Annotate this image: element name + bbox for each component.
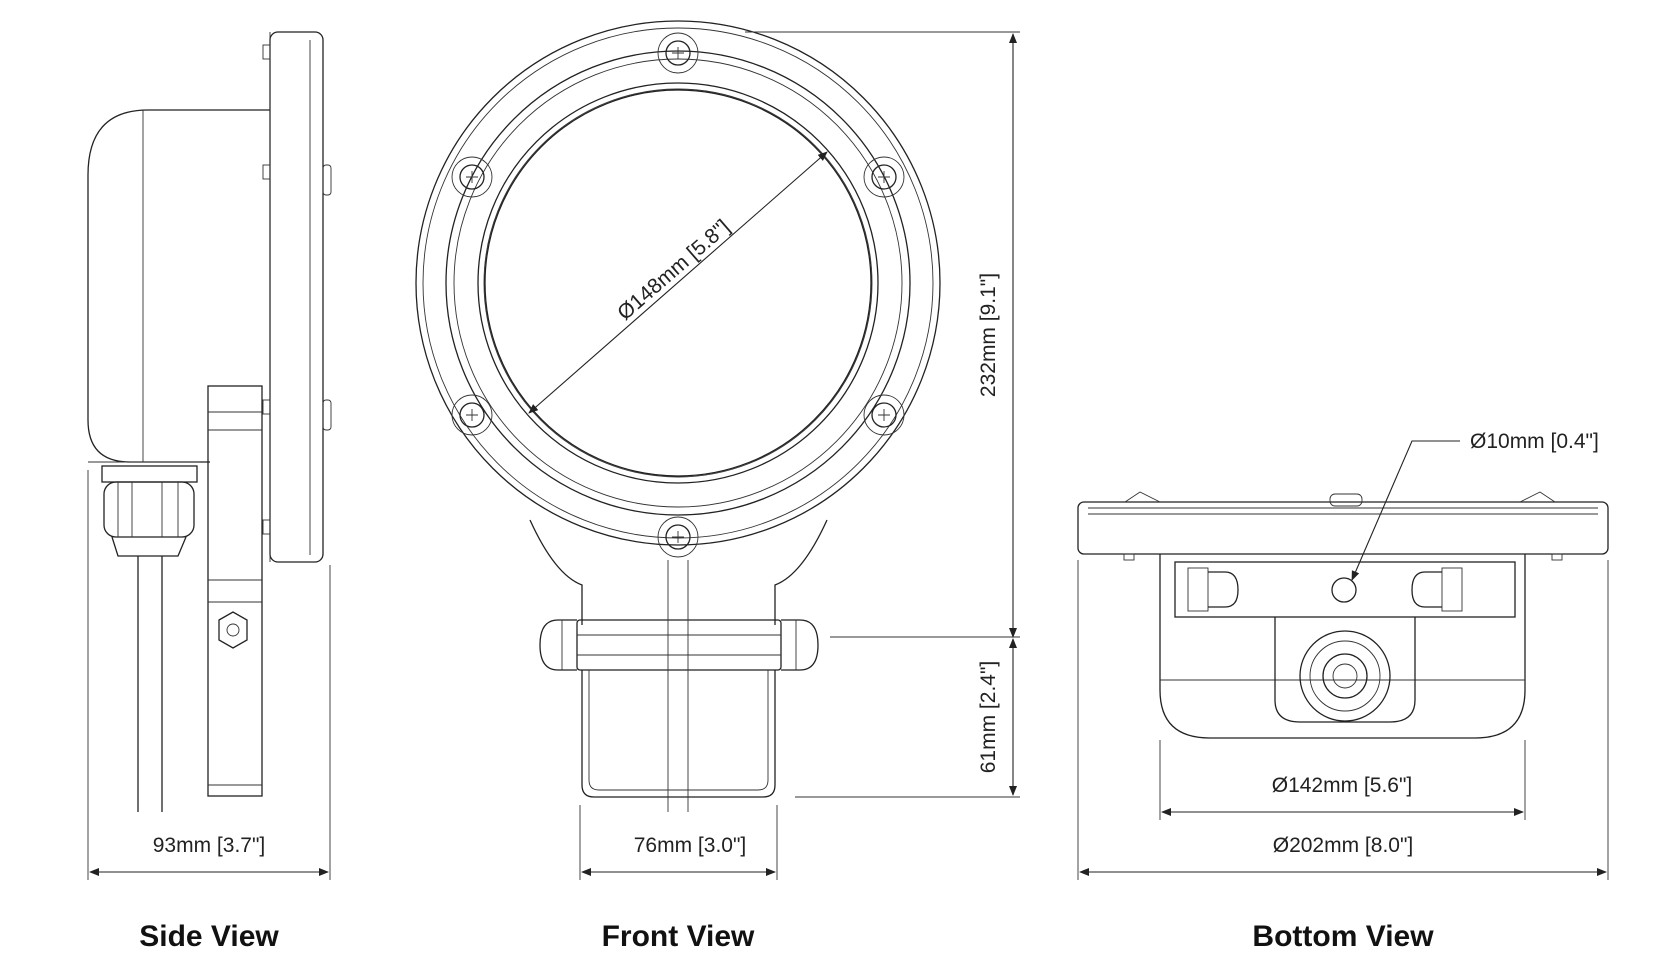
- side-view-title: Side View: [139, 920, 279, 953]
- front-view-title: Front View: [602, 920, 755, 953]
- front-height-label: 232mm [9.1"]: [977, 273, 1000, 397]
- front-bracket: [539, 619, 819, 798]
- front-lens: [484, 89, 872, 477]
- bottom-gland-housing: [1274, 617, 1416, 723]
- front-knob-right-icon: [781, 619, 819, 671]
- front-view: Ø148mm [5.8"] 232mm [9.1"] 61mm [2.4"] 7: [415, 20, 1020, 953]
- side-bolt-icon: [218, 611, 248, 649]
- front-inner-ring: [477, 82, 879, 484]
- front-lens-dimension: [528, 151, 828, 414]
- bottom-knob-right-icon: [1411, 571, 1442, 608]
- bottom-view: Ø10mm [0.4"] Ø142mm [5.6"] Ø202mm [8.0"]…: [1077, 430, 1609, 953]
- bottom-cable-gland-icon: [1299, 630, 1391, 722]
- side-bracket: [207, 385, 263, 797]
- front-knob-left-icon: [539, 619, 577, 671]
- front-screw-icon: [451, 32, 905, 558]
- front-outer-ring: [415, 20, 941, 546]
- side-housing: [87, 109, 270, 463]
- bottom-body-label: Ø142mm [5.6"]: [1272, 774, 1413, 797]
- bottom-knob-left-icon: [1208, 571, 1239, 608]
- side-cable-gland: [101, 465, 198, 557]
- front-lens-label: Ø148mm [5.8"]: [613, 215, 734, 325]
- bottom-hole-leader: [1351, 440, 1460, 581]
- side-flange: [269, 31, 324, 563]
- bottom-flange: [1077, 501, 1609, 555]
- front-neck: [529, 519, 828, 625]
- front-bracket-height-label: 61mm [2.4"]: [977, 661, 1000, 774]
- bottom-bracket: [1174, 561, 1516, 618]
- bottom-body: [1159, 554, 1526, 739]
- bottom-view-title: Bottom View: [1252, 920, 1434, 953]
- side-view: 93mm [3.7"] Side View: [87, 31, 332, 953]
- bottom-flange-label: Ø202mm [8.0"]: [1273, 834, 1414, 857]
- side-depth-label: 93mm [3.7"]: [153, 834, 266, 857]
- bottom-hole: [1331, 577, 1357, 603]
- front-bracket-width-label: 76mm [3.0"]: [634, 834, 747, 857]
- bottom-hole-label: Ø10mm [0.4"]: [1470, 430, 1599, 453]
